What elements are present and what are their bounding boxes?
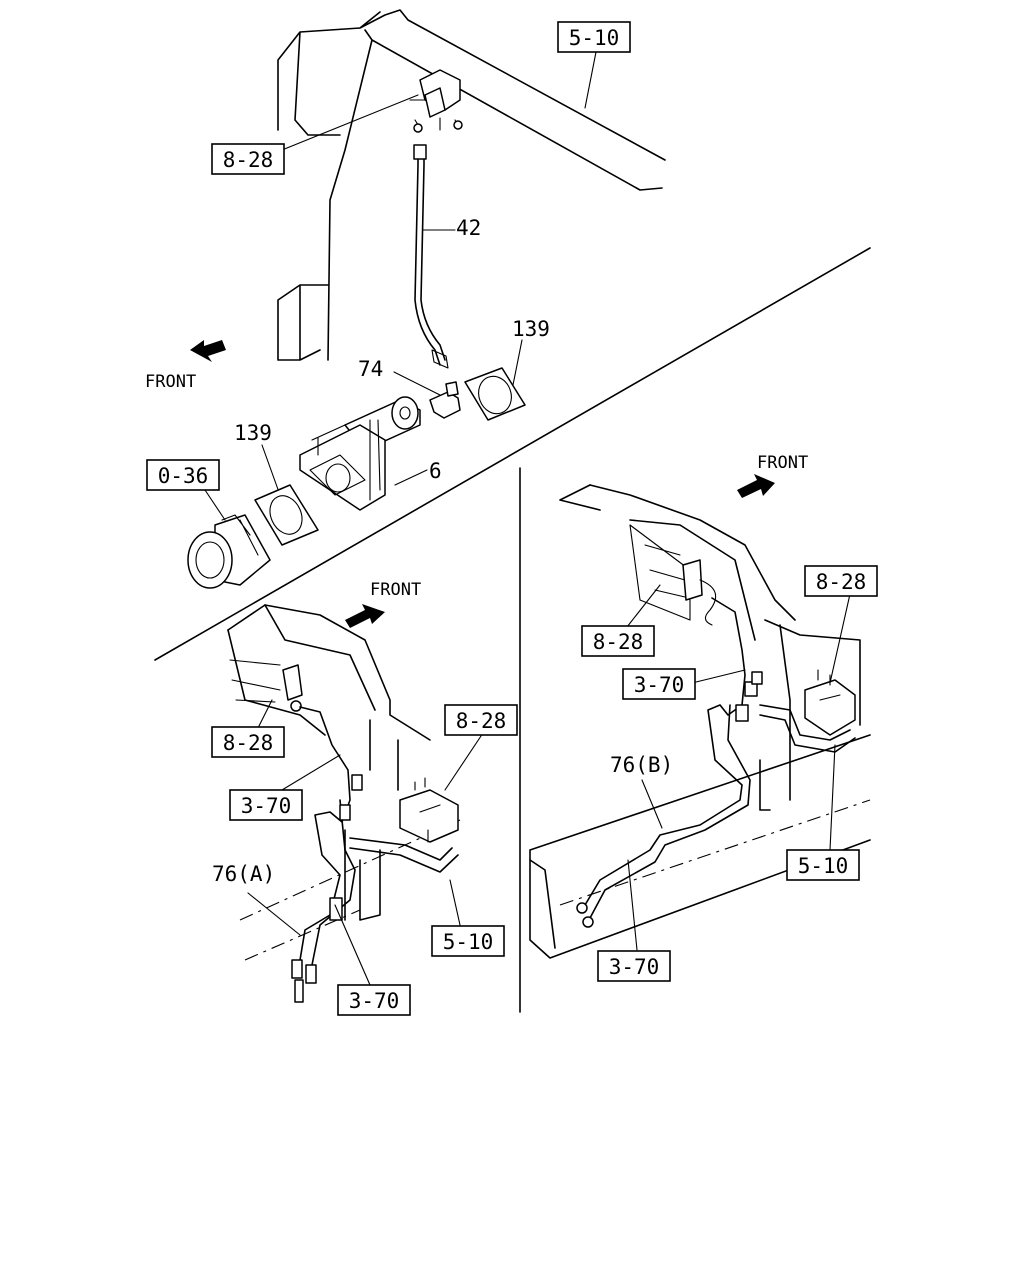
clutch-cylinder-6 xyxy=(299,396,421,511)
ref-3-70-br-a: 3-70 xyxy=(634,673,685,697)
ref-5-10-br: 5-10 xyxy=(798,854,849,878)
valve-br-right xyxy=(804,669,856,736)
ref-8-28-br-a: 8-28 xyxy=(593,630,644,654)
pipe-br xyxy=(584,597,746,906)
leader-8-28-top xyxy=(281,94,419,151)
ref-8-28-top: 8-28 xyxy=(223,148,274,172)
part-6-label: 6 xyxy=(429,459,442,483)
ref-5-10-bl: 5-10 xyxy=(443,930,494,954)
part-42-label: 42 xyxy=(456,216,481,240)
bottom-right-view xyxy=(529,474,871,959)
part-76a-label: 76(A) xyxy=(212,862,275,886)
ref-8-28-bl-b: 8-28 xyxy=(456,709,507,733)
valve-br-left xyxy=(682,559,717,626)
gasket-139-right xyxy=(464,367,526,421)
part-139-right-label: 139 xyxy=(512,317,550,341)
part-74-label: 74 xyxy=(358,357,383,381)
fitting-74 xyxy=(429,381,461,419)
fittings-br xyxy=(576,671,763,928)
front-arrow-bl xyxy=(345,604,385,628)
valve-bl-right xyxy=(399,777,459,843)
part-139-left-label: 139 xyxy=(234,421,272,445)
part-76b-label: 76(B) xyxy=(610,753,673,777)
front-label-top: FRONT xyxy=(145,372,196,392)
top-view xyxy=(154,9,871,661)
ref-3-70-bl-a: 3-70 xyxy=(241,794,292,818)
front-arrow-br xyxy=(737,474,775,498)
front-label-br: FRONT xyxy=(757,453,808,473)
ref-3-70-br-b: 3-70 xyxy=(609,955,660,979)
bottom-left-view xyxy=(227,604,484,1003)
ref-5-10-top: 5-10 xyxy=(569,26,620,50)
gasket-139-left xyxy=(254,484,319,546)
ref-8-28-bl-a: 8-28 xyxy=(223,731,274,755)
front-arrow-top xyxy=(190,340,226,362)
frame-lower-block xyxy=(277,284,329,361)
pump-0-36 xyxy=(187,514,271,589)
solenoid-valve xyxy=(409,69,463,133)
ref-0-36: 0-36 xyxy=(158,464,209,488)
cab-frame-outline xyxy=(277,9,666,361)
ref-8-28-br-b: 8-28 xyxy=(816,570,867,594)
hose-42 xyxy=(414,147,441,366)
leader-5-10-top xyxy=(584,51,597,109)
view-divider-diagonal xyxy=(154,247,871,661)
ref-3-70-bl-b: 3-70 xyxy=(349,989,400,1013)
front-label-bl: FRONT xyxy=(370,580,421,600)
valve-bl-left xyxy=(282,664,303,712)
